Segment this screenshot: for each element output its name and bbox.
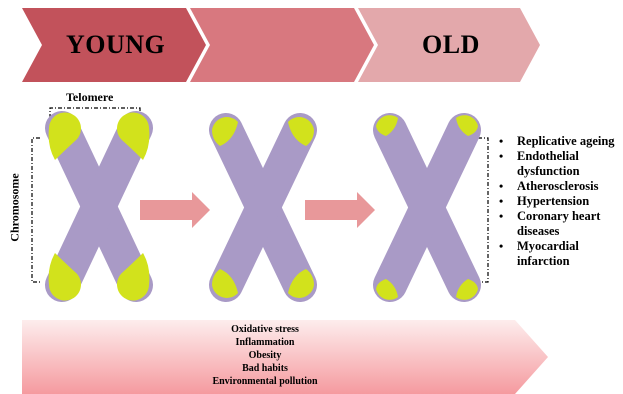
disease-item: Replicative ageing	[497, 134, 623, 149]
factor-item: Obesity	[248, 350, 282, 361]
progress-arrow-1	[140, 192, 210, 228]
telomere-young-bottom-right	[117, 253, 150, 301]
banner-label-old: OLD	[422, 30, 480, 59]
disease-item: Coronary heart diseases	[497, 209, 623, 239]
disease-item: Endothelial dysfunction	[497, 149, 623, 179]
factor-item: Bad habits	[242, 363, 288, 374]
progress-arrow-2	[305, 192, 375, 228]
factors-list: Oxidative stress Inflammation Obesity Ba…	[150, 323, 380, 388]
telomere-middle-bottom-left	[212, 269, 238, 298]
telomere-old-top-right	[456, 115, 478, 136]
telomere-young-top-left	[48, 112, 81, 160]
chromosome-middle	[209, 113, 317, 302]
disease-item: Myocardial infarction	[497, 239, 623, 269]
telomere-middle-top-right	[288, 117, 314, 146]
banner-chevron-young	[22, 8, 206, 82]
telomere-young-bottom-left	[48, 253, 81, 301]
chromosome-old	[373, 113, 481, 302]
disease-item: Hypertension	[497, 194, 623, 209]
telomere-middle-top-left	[212, 117, 238, 146]
disease-item: Atherosclerosis	[497, 179, 623, 194]
chromosome-bracket	[31, 137, 40, 283]
telomere-young-top-right	[117, 112, 150, 160]
telomere-old-bottom-left	[376, 279, 398, 300]
factor-item: Oxidative stress	[231, 324, 299, 335]
telomere-old-top-left	[376, 115, 398, 136]
telomere-label: Telomere	[66, 90, 114, 104]
chromosome-young	[45, 111, 153, 302]
disease-bracket	[478, 137, 489, 283]
banner-label-young: YOUNG	[66, 30, 166, 59]
chromosome-label: Chromosome	[7, 173, 22, 242]
disease-list: Replicative ageing Endothelial dysfuncti…	[497, 134, 623, 269]
factors-arrow	[22, 320, 548, 394]
telomere-middle-bottom-right	[288, 269, 314, 298]
banner-chevron-middle	[190, 8, 374, 82]
banner-chevron-old	[358, 8, 540, 82]
telomere-old-bottom-right	[456, 279, 478, 300]
factor-item: Inflammation	[235, 337, 295, 348]
factor-item: Environmental pollution	[212, 376, 318, 387]
